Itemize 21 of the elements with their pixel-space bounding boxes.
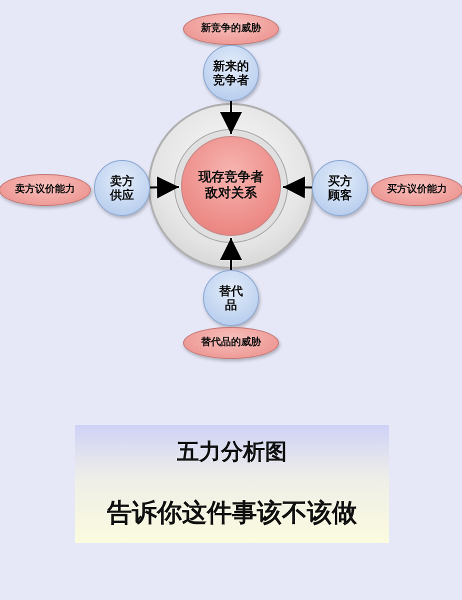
node-label: 买方顾客 bbox=[327, 174, 353, 202]
node-label: 替代品 bbox=[218, 284, 244, 312]
node-label: 新来的竞争者 bbox=[212, 58, 250, 88]
subtitle-text: 告诉你这件事该不该做 bbox=[107, 498, 357, 528]
force-oval bbox=[183, 327, 279, 359]
node-label: 买方议价能力 bbox=[387, 184, 447, 196]
title-band bbox=[75, 425, 389, 543]
force-circle bbox=[312, 160, 368, 216]
force-oval bbox=[371, 174, 462, 206]
node-label: 新竞争的威胁 bbox=[201, 23, 261, 35]
force-oval bbox=[0, 174, 91, 206]
node-label: 现存竞争者敌对关系 bbox=[197, 170, 264, 202]
arrow bbox=[220, 238, 242, 270]
force-oval bbox=[183, 13, 279, 45]
force-circle bbox=[203, 45, 259, 101]
force-circle bbox=[94, 160, 150, 216]
title-text: 五力分析图 bbox=[177, 440, 287, 467]
node-label: 替代品的威胁 bbox=[201, 337, 261, 349]
node-label: 卖方供应 bbox=[109, 174, 135, 202]
force-circle bbox=[203, 270, 259, 326]
node-label: 卖方议价能力 bbox=[15, 184, 75, 196]
